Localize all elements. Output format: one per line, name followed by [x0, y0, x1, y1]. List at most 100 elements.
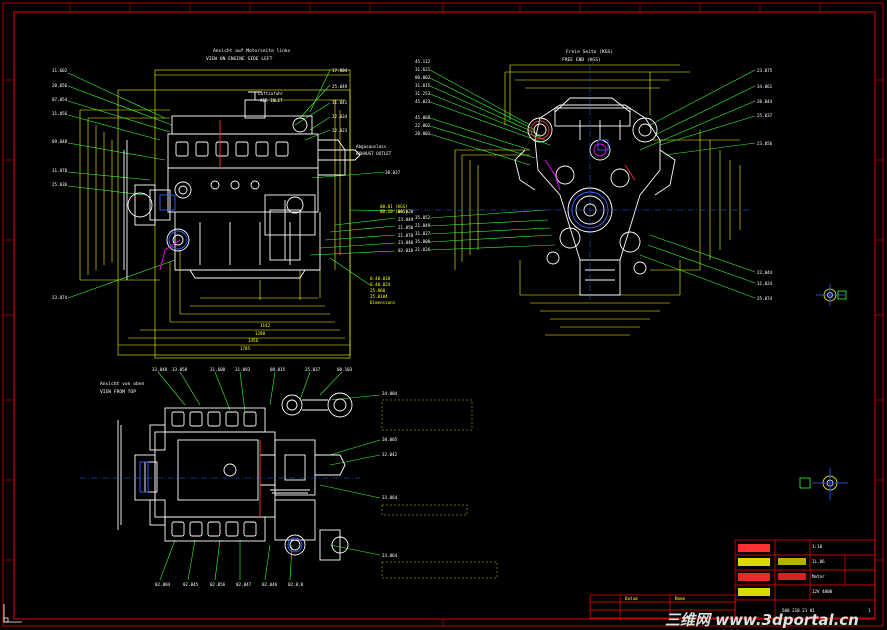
svg-text:45.068: 45.068	[415, 115, 431, 120]
svg-text:1280: 1280	[255, 331, 266, 336]
detail-symbol-lower	[799, 468, 848, 500]
top-accents	[80, 440, 360, 553]
svg-text:22.023: 22.023	[332, 128, 348, 133]
svg-text:20.005: 20.005	[382, 437, 398, 442]
svg-text:31.621: 31.621	[415, 67, 431, 72]
svg-text:21.050: 21.050	[398, 225, 414, 230]
svg-text:02.047: 02.047	[236, 582, 252, 587]
svg-text:32.042: 32.042	[382, 452, 398, 457]
svg-text:25.036: 25.036	[52, 182, 68, 187]
exhaust-de: Abgasauslass	[356, 144, 387, 149]
svg-text:35.052: 35.052	[415, 215, 431, 220]
view-top-title-en: VIEW FROM TOP	[100, 389, 136, 395]
svg-text:31.041: 31.041	[332, 100, 348, 105]
svg-text:1:10: 1:10	[812, 544, 823, 549]
svg-text:31.024: 31.024	[757, 281, 773, 286]
svg-text:02.045: 02.045	[183, 582, 199, 587]
svg-text:30.037: 30.037	[385, 170, 401, 175]
svg-text:21.070: 21.070	[398, 233, 414, 238]
drawing-number: 500 218 21 01	[782, 608, 815, 613]
svg-text:31.602: 31.602	[52, 68, 68, 73]
svg-text:20.003: 20.003	[415, 131, 431, 136]
svg-text:31.608: 31.608	[210, 367, 226, 372]
svg-text:25.0104: 25.0104	[370, 294, 388, 299]
svg-text:Motor: Motor	[812, 574, 825, 579]
air-inlet-en: AIR INLET	[260, 98, 283, 103]
svg-text:31.093: 31.093	[235, 367, 251, 372]
title-block-fills: 1:10 IL.06 Motor 12V 4000 500 218 21 01 …	[625, 544, 871, 613]
svg-text:00.103: 00.103	[337, 367, 353, 372]
top-notes-yellow	[381, 399, 498, 579]
svg-text:02.0.0: 02.0.0	[288, 582, 304, 587]
svg-text:0.40.024: 0.40.024	[370, 282, 391, 287]
svg-text:34.061: 34.061	[757, 84, 773, 89]
svg-text:25.037: 25.037	[305, 367, 321, 372]
engine-free-end-body	[514, 97, 676, 296]
svg-text:31.056: 31.056	[52, 111, 68, 116]
svg-text:07.054: 07.054	[52, 97, 68, 102]
svg-text:34.004: 34.004	[382, 391, 398, 396]
svg-text:09.048: 09.048	[52, 139, 68, 144]
svg-text:02.010: 02.010	[398, 248, 414, 253]
svg-text:31.027: 31.027	[415, 231, 431, 236]
watermark-text: 三维网 www.3dportal.cn	[665, 611, 859, 629]
svg-text:00.01 (KGS): 00.01 (KGS)	[380, 204, 408, 209]
svg-text:23.075: 23.075	[757, 68, 773, 73]
svg-text:31.015: 31.015	[415, 83, 431, 88]
svg-text:45.112: 45.112	[415, 59, 431, 64]
svg-text:00.10 (KGS): 00.10 (KGS)	[380, 209, 408, 214]
sheet-number: 1	[868, 608, 871, 613]
free-end-view: Freie Seite (KGS) FREE END (KGS)	[380, 49, 773, 336]
svg-text:23.074: 23.074	[52, 295, 68, 300]
svg-text:31.070: 31.070	[52, 168, 68, 173]
svg-text:23.040: 23.040	[398, 240, 414, 245]
svg-text:33.048: 33.048	[152, 367, 168, 372]
svg-text:00.020: 00.020	[398, 209, 414, 214]
left-dimension-lines	[79, 69, 351, 359]
svg-text:Datum: Datum	[625, 596, 638, 601]
detail-symbol-upper	[816, 284, 847, 306]
view-free-end-title-de: Freie Seite (KGS)	[566, 49, 613, 55]
engine-top-body	[117, 392, 353, 561]
engine-side-body	[123, 91, 361, 280]
view-left-title-en: VIEW ON ENGINE SIDE LEFT	[206, 56, 273, 62]
svg-text:02.046: 02.046	[262, 582, 278, 587]
left-accents	[159, 120, 221, 271]
svg-text:21.049: 21.049	[415, 223, 431, 228]
svg-text:20.056: 20.056	[52, 83, 68, 88]
svg-text:33.050: 33.050	[172, 367, 188, 372]
svg-text:25.049: 25.049	[332, 84, 348, 89]
svg-text:12V 4000: 12V 4000	[812, 589, 833, 594]
svg-text:IL.06: IL.06	[812, 559, 825, 564]
svg-text:25.037: 25.037	[757, 113, 773, 118]
free-end-accents	[380, 65, 750, 300]
title-block	[589, 539, 876, 619]
exhaust-en: EXHAUST OUTLET	[356, 151, 392, 156]
svg-text:21.026: 21.026	[415, 247, 431, 252]
view-free-end-title-en: FREE END (KGS)	[562, 57, 601, 63]
svg-text:20.044: 20.044	[757, 99, 773, 104]
side-view-left: Ansicht auf Motorseite links VIEW ON ENG…	[52, 48, 414, 359]
svg-text:Dimensions: Dimensions	[370, 300, 396, 305]
svg-text:1142: 1142	[260, 323, 271, 328]
svg-text:25.060: 25.060	[370, 288, 386, 293]
svg-text:23.056: 23.056	[757, 141, 773, 146]
svg-text:02.056: 02.056	[210, 582, 226, 587]
svg-text:1456: 1456	[248, 338, 259, 343]
top-leader-lines	[157, 371, 381, 581]
svg-text:31.253: 31.253	[415, 91, 431, 96]
svg-text:17.004: 17.004	[332, 68, 348, 73]
view-left-title-de: Ansicht auf Motorseite links	[213, 48, 291, 54]
svg-text:35.800: 35.800	[415, 239, 431, 244]
svg-text:33.064: 33.064	[382, 495, 398, 500]
svg-text:45.023: 45.023	[415, 99, 431, 104]
svg-text:25.074: 25.074	[757, 296, 773, 301]
svg-text:22.034: 22.034	[332, 114, 348, 119]
svg-text:80.002: 80.002	[415, 75, 431, 80]
svg-text:22.044: 22.044	[757, 270, 773, 275]
svg-text:23.049: 23.049	[398, 217, 414, 222]
svg-text:0.40.018: 0.40.018	[370, 276, 391, 281]
ucs-icon	[3, 604, 22, 623]
